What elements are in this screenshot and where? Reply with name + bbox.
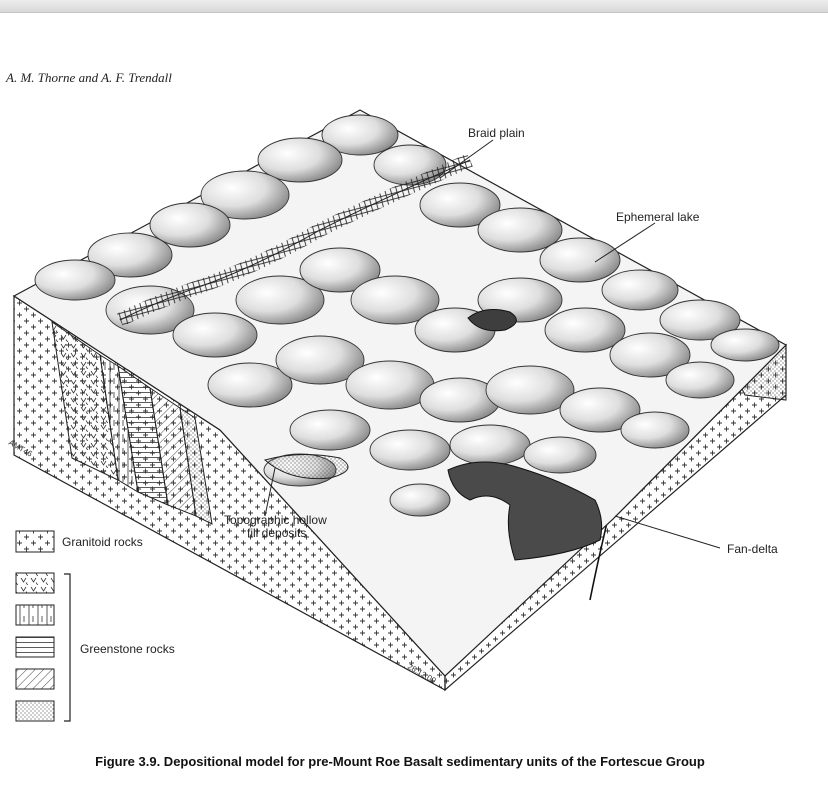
- ephemeral-lake-label: Ephemeral lake: [616, 210, 700, 224]
- legend-swatch-vertical: [15, 604, 55, 626]
- block-top-surface: [12, 109, 787, 677]
- running-header-authors: A. M. Thorne and A. F. Trendall: [6, 70, 172, 85]
- topographic-hollow-label-2: fill deposits: [247, 526, 306, 540]
- legend-swatch-stipple: [15, 700, 55, 722]
- legend-bracket: [64, 573, 71, 722]
- topographic-hollow-label-1: Topographic hollow: [224, 513, 327, 527]
- legend-swatch-horizontal: [15, 636, 55, 658]
- braid-plain-label: Braid plain: [468, 126, 525, 140]
- fan-delta-label: Fan-delta: [727, 542, 778, 556]
- block-diagram-figure: Braid plain Ephemeral lake Fan-delta Top…: [7, 109, 787, 722]
- block-left-face: [13, 294, 446, 692]
- leader-lines: [264, 139, 721, 549]
- figure-caption: Figure 3.9. Depositional model for pre-M…: [95, 754, 705, 769]
- legend-greenstone-label: Greenstone rocks: [80, 642, 175, 656]
- legend-swatch-granitoid: [15, 530, 55, 553]
- legend: Granitoid rocks Greenstone rocks: [15, 530, 175, 722]
- legend-swatch-volcanic: [15, 572, 55, 594]
- browser-top-bar: [0, 0, 828, 13]
- legend-swatch-diagonal: [15, 668, 55, 690]
- legend-granitoid-label: Granitoid rocks: [62, 535, 143, 549]
